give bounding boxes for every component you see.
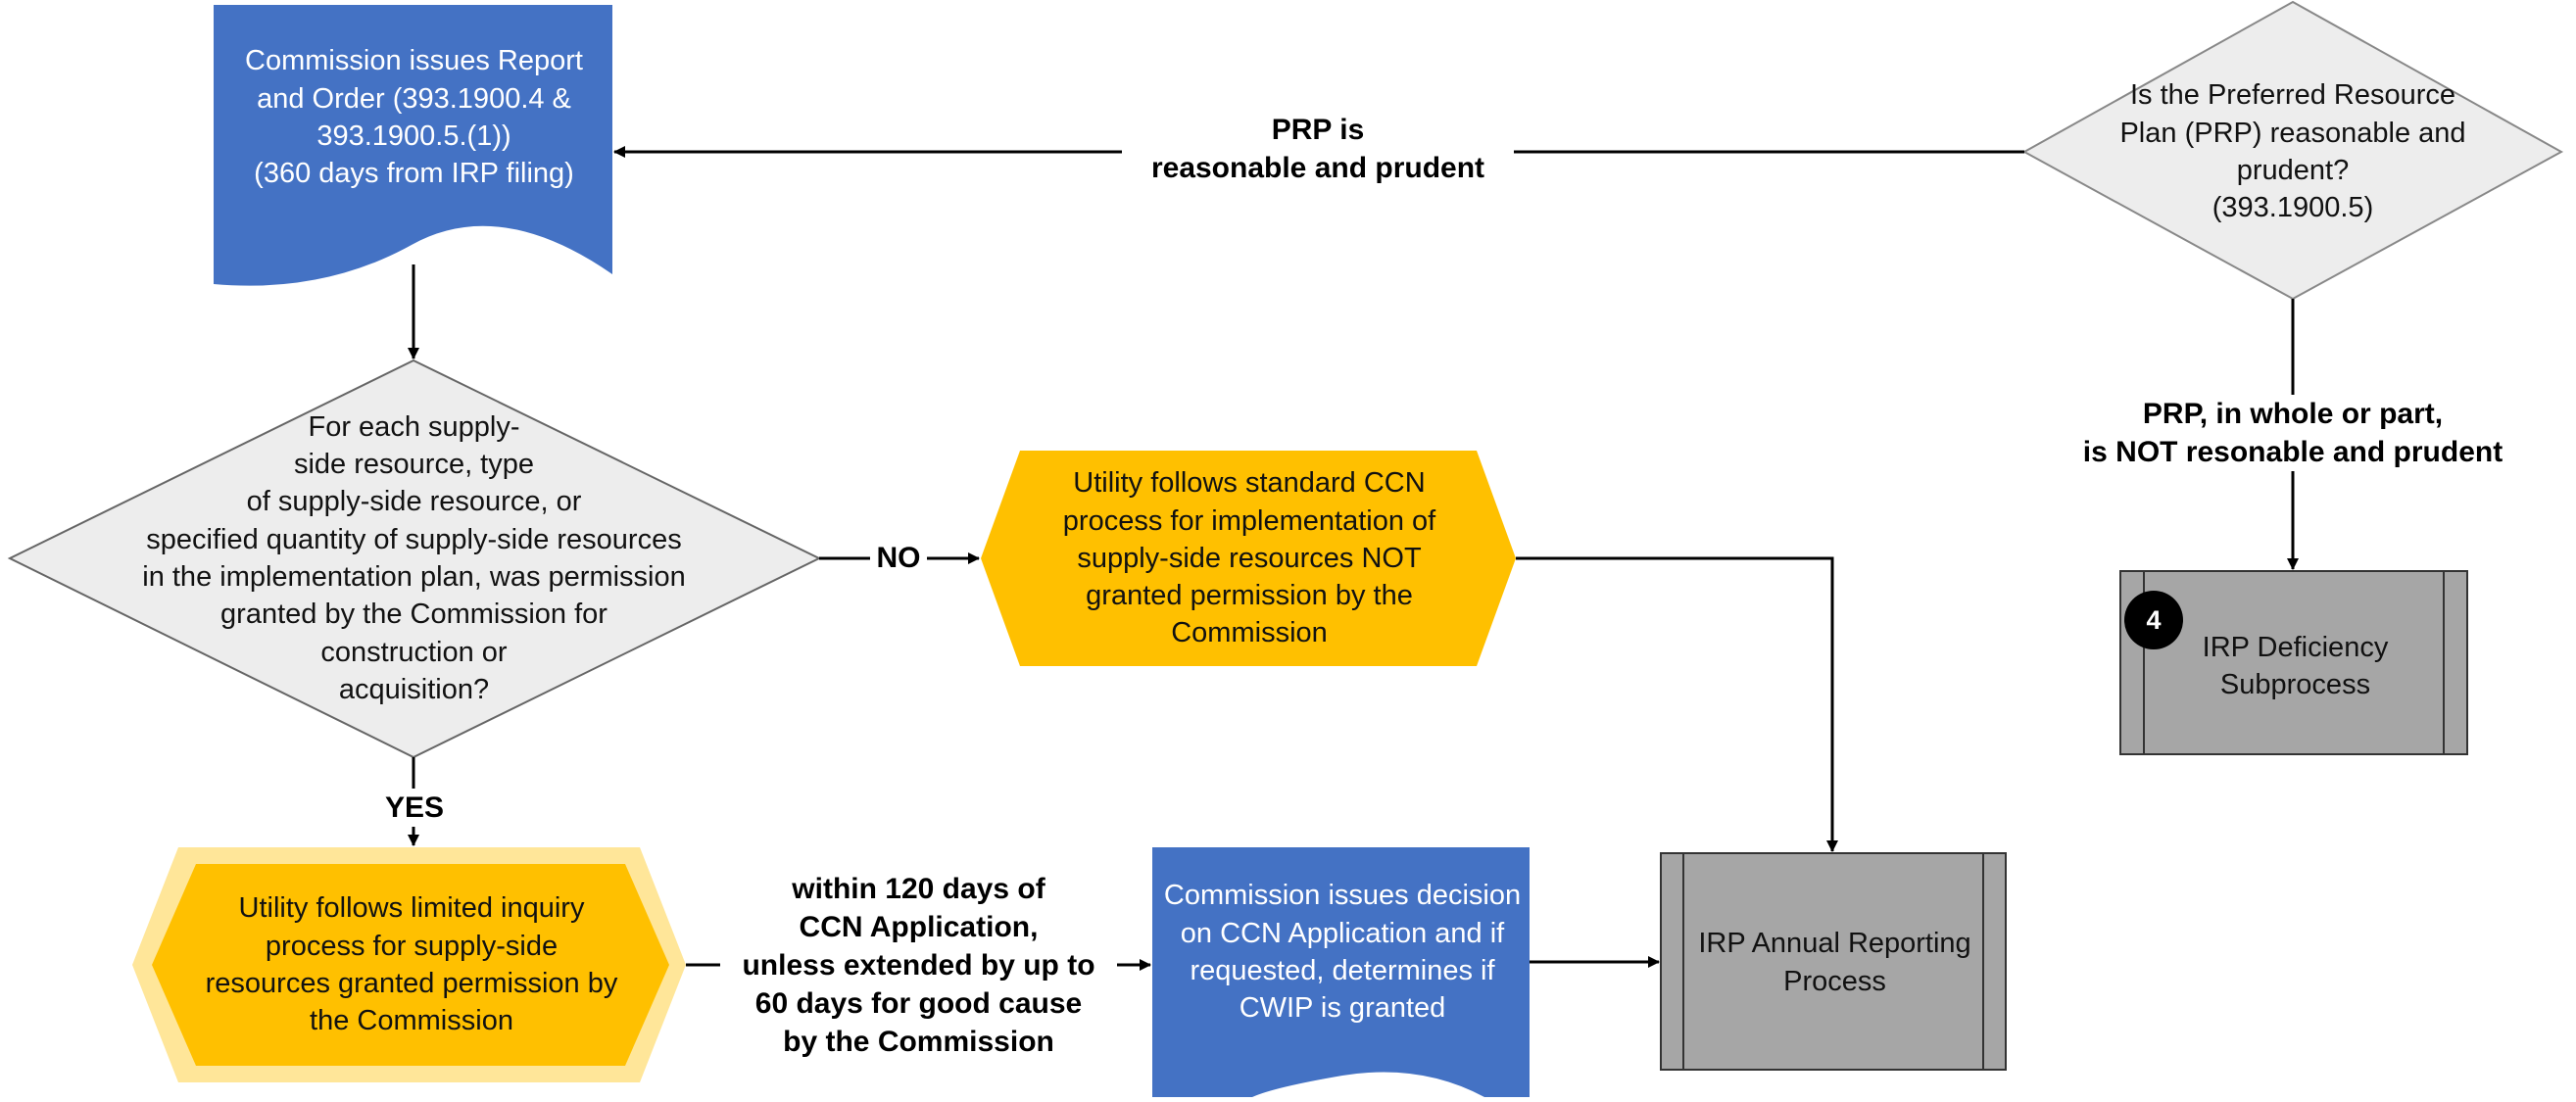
standard-ccn-shape	[981, 451, 1516, 666]
standard-ccn-label: Utility follows standard CCN process for…	[1062, 467, 1436, 649]
limited-inquiry-shape	[152, 864, 669, 1066]
prp-question-label: Is the Preferred Resource Plan (PRP) rea…	[2119, 79, 2466, 224]
ccn-decision-label: Commission issues decision on CCN Applic…	[1163, 880, 1522, 1025]
deficiency-badge: 4	[2124, 591, 2183, 649]
annual-reporting-shape	[1660, 852, 2007, 1071]
connector-standard-to-annual	[1516, 556, 1838, 852]
permission-question-label: For each supply- side resource, type of …	[142, 410, 686, 705]
timing-label: within 120 days of CCN Application, unle…	[720, 870, 1117, 1061]
no-label: NO	[870, 539, 927, 577]
report-order-label: Commission issues Report and Order (393.…	[245, 45, 583, 190]
annual-reporting-label: IRP Annual Reporting Process	[1698, 928, 1971, 997]
deficiency-label: IRP Deficiency Subprocess	[2202, 631, 2389, 700]
report-order-shape	[214, 5, 612, 286]
limited-inquiry-label: Utility follows limited inquiry process …	[205, 892, 618, 1037]
deficiency-shape	[2119, 570, 2468, 755]
prp-yes-label: PRP is reasonable and prudent	[1122, 111, 1514, 187]
yes-label: YES	[380, 789, 449, 827]
prp-no-label: PRP, in whole or part, is NOT resonable …	[2067, 395, 2518, 471]
ccn-decision-shape	[1152, 847, 1530, 1097]
